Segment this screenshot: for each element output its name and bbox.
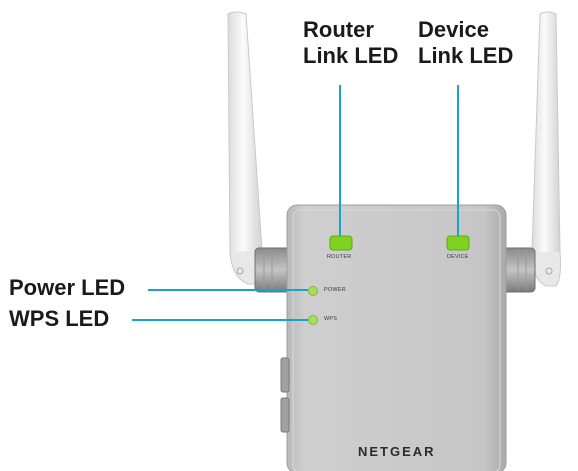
netgear-logo: NETGEAR [358, 444, 436, 459]
router-link-callout-line1: Router [303, 17, 374, 42]
wps-led-label: WPS [324, 316, 338, 322]
power-led-callout: Power LED [9, 275, 126, 300]
router-led [329, 235, 353, 251]
power-led [308, 286, 318, 296]
router-led-label: ROUTER [327, 254, 352, 260]
router-link-callout-line2: Link LED [303, 43, 399, 68]
device-link-callout-line2: Link LED [418, 43, 514, 68]
wps-led-callout: WPS LED [9, 306, 110, 331]
right-antenna [531, 11, 561, 287]
left-antenna [227, 11, 263, 285]
device-link-callout: Device Link LED [418, 17, 513, 69]
side-button-lower [280, 397, 290, 433]
device-led [446, 235, 470, 251]
device-led-label: DEVICE [447, 254, 469, 260]
router-link-callout: Router Link LED [303, 17, 398, 69]
device-link-callout-line1: Device [418, 17, 489, 42]
side-button-upper [280, 357, 290, 393]
left-hinge [254, 247, 292, 293]
power-led-label: POWER [324, 287, 346, 293]
extender-body [280, 204, 507, 471]
wps-led [308, 315, 318, 325]
